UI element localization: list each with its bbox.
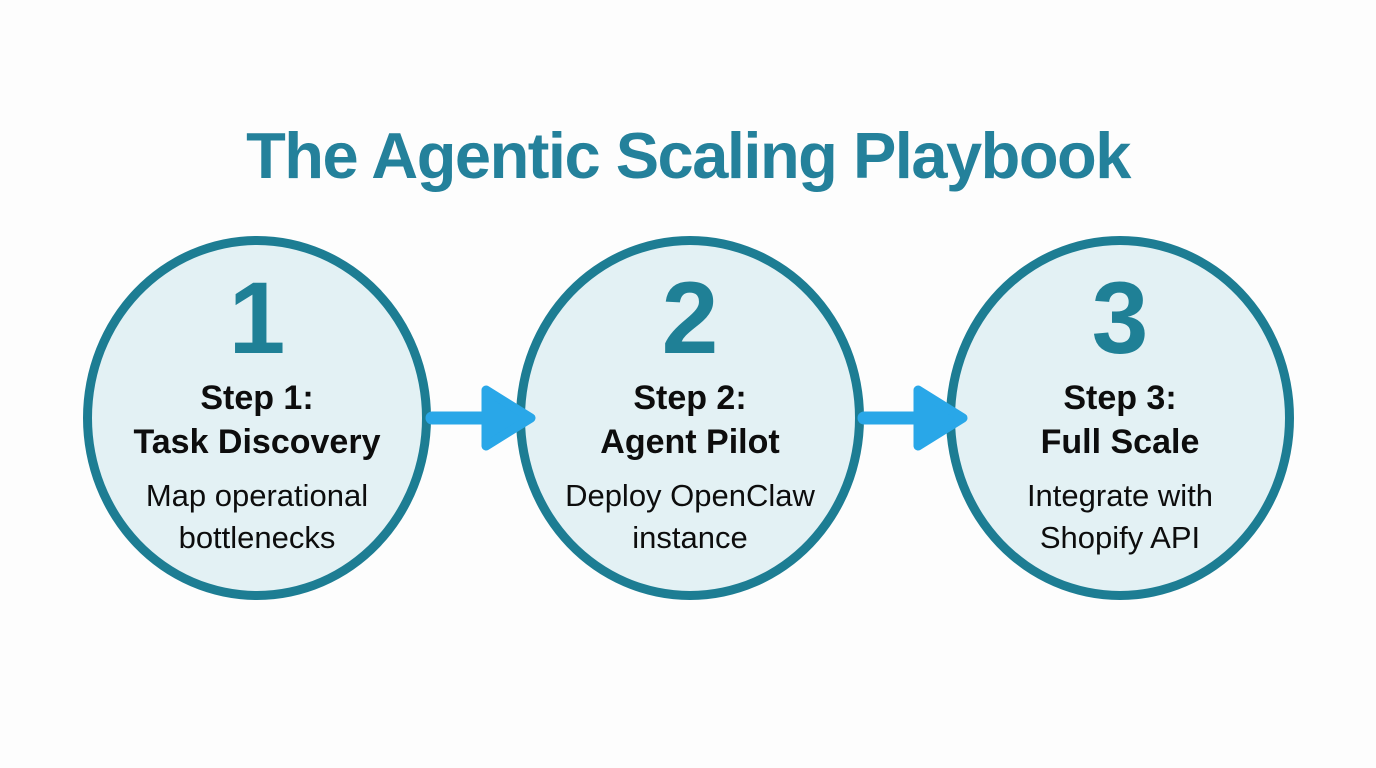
step-description-2: Deploy OpenClaw instance	[565, 475, 815, 558]
step-description-3-line1: Integrate with	[1026, 478, 1214, 514]
step-label-3: Step 3: Full Scale	[1041, 376, 1200, 464]
step-description-2-line2: instance	[632, 519, 748, 555]
arrow-right-icon	[425, 385, 536, 451]
step-label-3-line2: Full Scale	[1040, 423, 1200, 462]
step-label-2-line2: Agent Pilot	[600, 423, 780, 462]
step-description-1: Map operational bottlenecks	[146, 475, 368, 558]
step-circle-3: 3 Step 3: Full Scale Integrate with Shop…	[946, 236, 1294, 600]
step-label-2: Step 2: Agent Pilot	[600, 376, 779, 464]
step-description-2-line1: Deploy OpenClaw	[565, 478, 815, 514]
step-number-1: 1	[228, 261, 286, 375]
step-description-1-line1: Map operational	[145, 478, 369, 514]
step-number-3: 3	[1091, 261, 1149, 375]
page-title: The Agentic Scaling Playbook	[246, 118, 1131, 192]
step-label-3-line1: Step 3:	[1063, 379, 1177, 417]
step-label-1: Step 1: Task Discovery	[134, 376, 381, 464]
step-number-2: 2	[661, 261, 719, 375]
step-label-1-line1: Step 1:	[200, 379, 314, 417]
step-circle-1: 1 Step 1: Task Discovery Map operational…	[83, 236, 431, 600]
step-circle-2: 2 Step 2: Agent Pilot Deploy OpenClaw in…	[516, 236, 864, 600]
step-label-2-line1: Step 2:	[633, 379, 747, 417]
arrow-right-icon	[857, 385, 968, 451]
step-description-3-line2: Shopify API	[1039, 519, 1201, 555]
step-label-1-line2: Task Discovery	[133, 423, 381, 462]
step-description-1-line2: bottlenecks	[178, 519, 336, 555]
step-description-3: Integrate with Shopify API	[1027, 475, 1213, 558]
